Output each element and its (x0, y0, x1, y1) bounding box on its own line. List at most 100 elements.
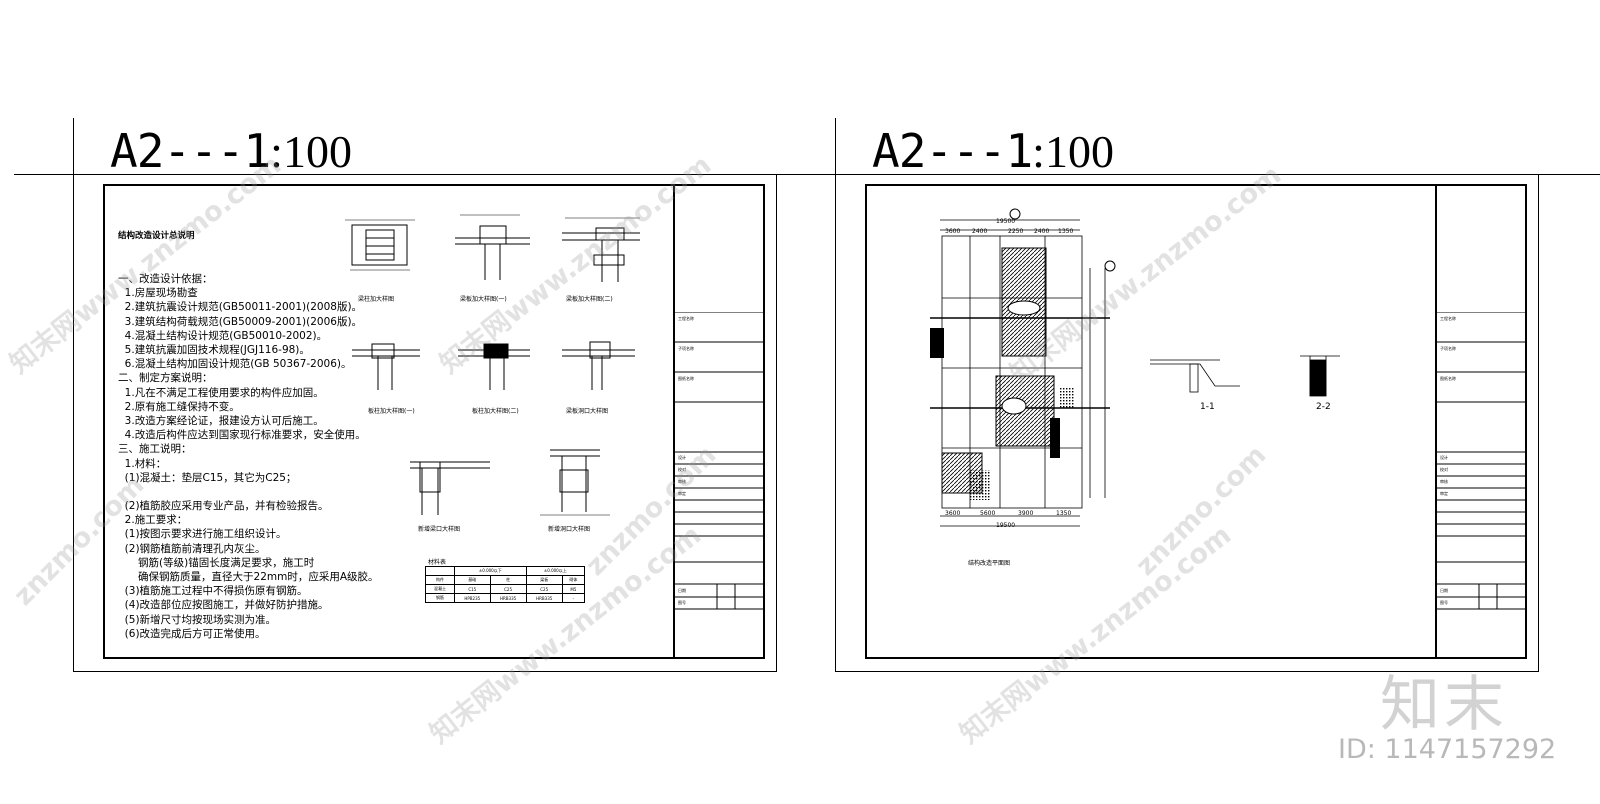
title-block-divider-right (1435, 185, 1437, 659)
title-block-divider-left (673, 185, 675, 659)
brand-id: ID: 1147157292 (1338, 734, 1557, 765)
tb-label-review: 审核 (1440, 479, 1448, 484)
plan-axis-top: 19500 (996, 218, 1016, 225)
note-line: 1.房屋现场勘查 (118, 287, 198, 300)
tb-label-subitem: 子项名称 (678, 346, 694, 351)
note-line: (1)按图示要求进行施工组织设计。 (118, 528, 287, 541)
detail-caption-4: 板柱加大样图(一) (368, 408, 415, 415)
section-label-2: 2-2 (1316, 402, 1331, 412)
detail-caption-8: 新增洞口大样图 (548, 526, 591, 533)
table-row: ±0.000以下 ±0.000以上 (424, 566, 586, 576)
sheet-title-scale: :100 (1032, 126, 1114, 177)
tb-label-check: 校对 (1440, 467, 1448, 472)
tb-label-number: 图号 (678, 600, 686, 605)
note-line: (2)植筋胶应采用专业产品，并有检验报告。 (118, 500, 329, 513)
note-line: 4.改造后构件应达到国家现行标准要求，安全使用。 (118, 429, 366, 442)
note-line: (4)改造部位应按图施工，并做好防护措施。 (118, 599, 329, 612)
sheet-title-main: A2---1 (110, 124, 271, 178)
tb-label-subitem: 子项名称 (1440, 346, 1456, 351)
tb-label-project: 工程名称 (678, 316, 694, 321)
brand-logo: 知末 (1380, 670, 1508, 740)
plan-dim-3: 2250 (1008, 228, 1024, 235)
plan-dim-b4: 1350 (1056, 510, 1072, 517)
table-cell: 砌体 (561, 575, 586, 585)
material-table: ±0.000以下 ±0.000以上 构件 基础 柱 梁板 砌体 混凝土 C15 … (424, 566, 586, 603)
horizontal-guide-line (14, 174, 1600, 175)
table-cell: C15 (454, 584, 491, 594)
plan-dim-1: 3600 (945, 228, 961, 235)
note-line: (3)植筋施工过程中不得损伤原有钢筋。 (118, 585, 308, 598)
plan-axis-bottom: 19500 (996, 522, 1016, 529)
detail-caption-3: 梁板加大样图(二) (566, 296, 613, 303)
tb-label-number: 图号 (1440, 600, 1448, 605)
sheet-title-left: A2---1:100 (110, 128, 352, 175)
title-block-right (1437, 312, 1527, 610)
tb-label-review: 审核 (678, 479, 686, 484)
material-table-title: 材料表 (428, 559, 447, 566)
plan-dim-4: 2400 (1034, 228, 1050, 235)
tb-label-date: 日期 (1440, 588, 1448, 593)
plan-dim-b3: 3900 (1018, 510, 1034, 517)
detail-drawings-left (345, 214, 640, 516)
plan-dim-b2: 5600 (980, 510, 996, 517)
note-line: (5)新增尺寸均按现场实测为准。 (118, 613, 277, 626)
note-line: 2.施工要求： (118, 514, 188, 527)
drawing-frame-right (865, 184, 1527, 659)
note-line: 钢筋(等级)锚固长度满足要求，施工时 (118, 556, 315, 569)
note-line: (1)混凝土：垫层C15，其它为C25； (118, 471, 297, 484)
plan-dim-b1: 3600 (945, 510, 961, 517)
note-line: 1.材料： (118, 457, 167, 470)
table-cell: M5 (561, 584, 586, 594)
detail-caption-6: 梁板洞口大样图 (566, 408, 609, 415)
table-cell: C25 (489, 584, 527, 594)
detail-caption-7: 新增梁口大样图 (418, 526, 461, 533)
table-cell: 混凝土 (424, 584, 456, 594)
tb-label-design: 设计 (678, 455, 686, 460)
table-header: ±0.000以上 (525, 566, 586, 576)
table-cell: HRB335 (489, 593, 527, 603)
table-cell: 梁板 (525, 575, 563, 585)
note-line: 确保钢筋质量，直径大于22mm时，应采用A级胶。 (118, 571, 379, 584)
note-line: (6)改造完成后方可正常使用。 (118, 627, 266, 640)
table-header: ±0.000以下 (454, 566, 527, 576)
note-line: 一、改造设计依据： (118, 273, 213, 286)
sheet-title-right: A2---1:100 (872, 128, 1114, 175)
note-line: 二、制定方案说明： (118, 372, 213, 385)
tb-label-design: 设计 (1440, 455, 1448, 460)
table-cell: HRB335 (525, 593, 563, 603)
table-cell: C25 (525, 584, 563, 594)
note-line: 三、施工说明： (118, 443, 192, 456)
sheet-title-main: A2---1 (872, 124, 1033, 178)
section-label-1: 1-1 (1200, 402, 1215, 412)
table-cell: 钢筋 (424, 593, 456, 603)
table-row: 钢筋 HPB235 HRB335 HRB335 - (424, 593, 586, 603)
drawing-frame-left (103, 184, 765, 659)
tb-label-drawing: 图纸名称 (678, 376, 694, 381)
note-line: 3.改造方案经论证，报建设方认可后施工。 (118, 415, 324, 428)
tb-label-project: 工程名称 (1440, 316, 1456, 321)
table-cell: 柱 (489, 575, 527, 585)
note-line: 2.原有施工缝保持不变。 (118, 400, 240, 413)
sheet-border-right (835, 174, 1539, 672)
tb-label-approve: 审定 (1440, 491, 1448, 496)
detail-caption-5: 板柱加大样图(二) (472, 408, 519, 415)
floor-plan (930, 208, 1116, 527)
table-row: 混凝土 C15 C25 C25 M5 (424, 584, 586, 594)
table-cell: 基础 (454, 575, 491, 585)
table-cell: HPB235 (454, 593, 491, 603)
tb-label-drawing: 图纸名称 (1440, 376, 1456, 381)
tb-label-date: 日期 (678, 588, 686, 593)
notes-lines: 一、改造设计依据： 1.房屋现场勘查 2.建筑抗震设计规范(GB50011-20… (118, 272, 379, 641)
detail-caption-2: 梁板加大样图(一) (460, 296, 507, 303)
design-notes: 结构改造设计总说明 一、改造设计依据： 1.房屋现场勘查 2.建筑抗震设计规范(… (118, 201, 379, 655)
section-details (1150, 355, 1340, 397)
note-line: 5.建筑抗震加固技术规程(JGJ116-98)。 (118, 344, 310, 357)
plan-dim-5: 1350 (1058, 228, 1074, 235)
detail-caption-1: 梁柱加大样图 (358, 296, 395, 303)
note-line: 2.建筑抗震设计规范(GB50011-2001)(2008版)。 (118, 301, 363, 314)
tb-label-check: 校对 (678, 467, 686, 472)
plan-caption: 结构改造平面图 (968, 560, 1011, 567)
note-line: 4.混凝土结构设计规范(GB50010-2002)。 (118, 329, 328, 342)
notes-heading: 结构改造设计总说明 (118, 231, 195, 242)
note-line: (2)钢筋植筋前清理孔内灰尘。 (118, 542, 266, 555)
